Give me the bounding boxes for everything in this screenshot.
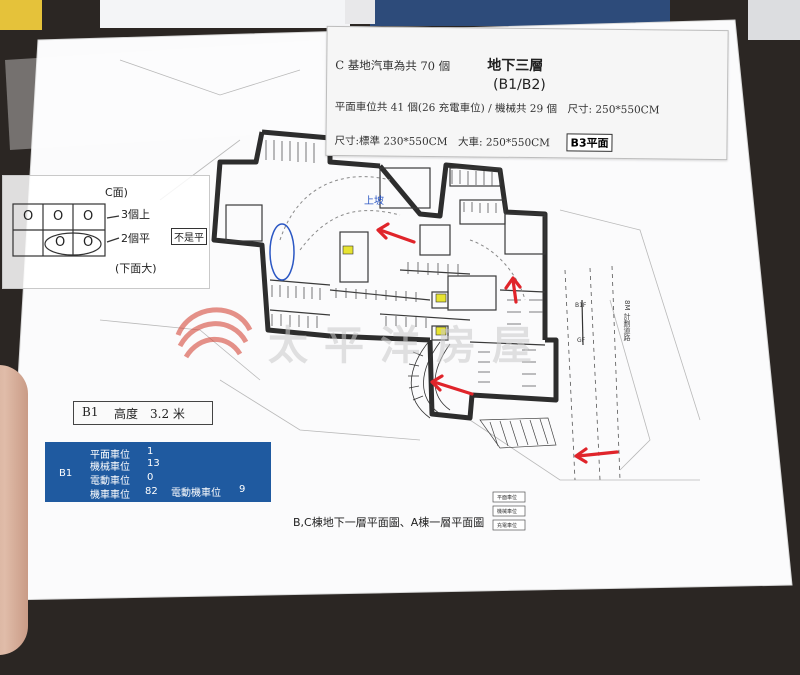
legend-item: 機械車位 <box>497 509 518 515</box>
plan-caption: B,C棟地下一層平面圖、A棟一層平面圖 <box>293 516 485 529</box>
parking-note: C 基地汽車為共 70 個 地下三層 (B1/B2) 平面車位共 41 個(26… <box>325 25 729 161</box>
background-booklet <box>370 0 670 26</box>
ramp-note: 上坡 <box>364 196 384 207</box>
legend-item: 充電車位 <box>497 523 518 529</box>
sketch-grid <box>12 203 120 257</box>
parking-count-table: B1 平面車位 1 機械車位 13 電動車位 0 機車車位 82 電動機車位 9 <box>45 442 271 502</box>
background-paper-left <box>0 0 42 30</box>
sketch-row-2: 2個平 <box>121 232 150 245</box>
sketch-slot-1: O <box>23 209 34 224</box>
height-label: B1 高度 3.2 米 <box>73 401 213 425</box>
sketch-bottom: (下面大) <box>115 262 157 275</box>
background-paper-right <box>748 0 800 40</box>
legend-item: 平面車位 <box>497 495 518 501</box>
note-handwriting-levels: (B1/B2) <box>493 76 546 94</box>
height-floor: B1 <box>82 405 99 419</box>
height-text: 高度 <box>114 407 139 421</box>
watermark-text: 太平洋房屋 <box>268 323 548 369</box>
sketch-slot-2: O <box>53 209 64 224</box>
gf-label: GF <box>577 337 586 344</box>
sketch-slot-5: O <box>83 235 94 250</box>
road-label: 8M 計劃道路 <box>623 300 631 341</box>
sketch-slot-4: O <box>55 235 66 250</box>
table-row-label: 機械車位 <box>90 462 130 473</box>
table-floor: B1 <box>59 468 73 479</box>
table-row-label: 機車車位 <box>90 490 130 501</box>
note-line-3: 尺寸:標準 230*550CM 大車: 250*550CM <box>334 134 551 150</box>
table-extra-label: 電動機車位 <box>171 488 221 499</box>
height-value: 3.2 米 <box>150 407 185 421</box>
sketch-slot-3: O <box>83 209 94 224</box>
b1f-label: B1F <box>575 302 587 309</box>
table-row-label: 電動車位 <box>90 476 130 487</box>
table-extra-value: 9 <box>239 484 246 495</box>
background-document <box>100 0 350 28</box>
table-row-value: 13 <box>147 458 160 469</box>
table-row-value: 0 <box>147 472 154 483</box>
note-handwriting-floors: 地下三層 <box>487 57 544 75</box>
sketch-top-label: C面) <box>105 186 128 199</box>
note-line-1: C 基地汽車為共 70 個 <box>335 57 451 74</box>
background-booklet-edge <box>345 0 375 24</box>
table-row-value: 82 <box>145 486 158 497</box>
thumb <box>0 365 28 655</box>
table-row-label: 平面車位 <box>90 450 130 461</box>
sketch-row-1: 3個上 <box>121 208 150 221</box>
sketch-tag: 不是平 <box>171 228 207 245</box>
table-row-value: 1 <box>147 446 154 457</box>
note-line-2: 平面車位共 41 個(26 充電車位) / 機械共 29 個 尺寸: 250*5… <box>334 100 660 117</box>
note-handwriting-b3: B3平面 <box>566 133 613 152</box>
handwritten-sketch: O O O O O C面) 3個上 2個平 不是平 (下面大) <box>2 175 210 289</box>
